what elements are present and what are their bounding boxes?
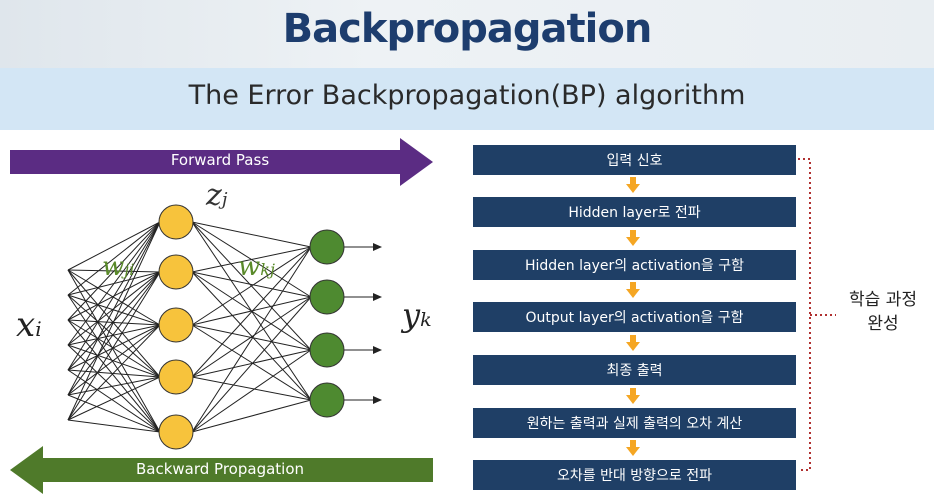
hidden-output-edge [191,324,312,401]
hidden-output-edge [191,271,312,401]
input-hidden-edge [67,221,161,396]
hidden-node [158,307,194,343]
input-hidden-edge [67,419,161,433]
output-node [309,229,345,265]
neural-network-diagram [67,204,382,450]
output-arrowhead-icon [373,346,382,354]
input-hidden-edge [67,376,161,396]
input-hidden-edge [67,369,161,378]
hidden-output-edge [191,349,312,378]
step-output-activation: Output layer의 activation을 구함 [473,302,796,332]
x-label: xi [16,305,42,345]
step-arrow-icon [626,388,640,404]
wkj-label: wkj [238,252,275,282]
input-hidden-edge [67,324,161,346]
hidden-node [158,254,194,290]
input-hidden-edge [67,221,161,271]
input-hidden-edge [67,221,161,371]
input-hidden-edge [67,269,161,326]
forward-label: Forward Pass [170,151,270,169]
input-hidden-edge [67,324,161,371]
input-hidden-edge [67,344,161,378]
step-propagate-hidden: Hidden layer로 전파 [473,197,796,227]
step-arrow-icon [626,282,640,298]
input-hidden-edge [67,324,161,421]
output-node [309,332,345,368]
hidden-output-edge [191,246,312,378]
output-arrowhead-icon [373,243,382,251]
input-hidden-edge [67,221,161,346]
input-hidden-edge [67,294,161,326]
step-final-output: 최종 출력 [473,355,796,385]
input-hidden-edge [67,294,161,433]
output-arrowhead-icon [373,293,382,301]
subtitle: The Error Backpropagation(BP) algorithm [188,80,746,111]
backward-arrow [10,446,433,494]
input-hidden-edge [67,269,161,378]
hidden-output-edge [191,296,312,326]
input-hidden-edge [67,221,161,421]
forward-arrow [10,138,433,186]
input-hidden-edge [67,369,161,433]
output-arrowhead-icon [373,396,382,404]
learning-process-label: 학습 과정 완성 [849,290,917,334]
input-hidden-edge [67,269,161,433]
output-node [309,382,345,418]
hidden-output-edge [191,349,312,433]
input-hidden-edge [67,294,161,378]
step-input-signal: 입력 신호 [473,145,796,175]
input-hidden-edge [67,394,161,433]
z-label: zj [206,178,228,213]
input-hidden-edge [67,271,161,396]
subtitle-band [0,68,934,130]
hidden-output-edge [191,246,312,433]
hidden-output-edge [191,246,312,273]
hidden-output-edge [191,221,312,248]
step-arrow-icon [626,177,640,193]
hidden-output-edge [191,376,312,401]
step-arrow-icon [626,335,640,351]
input-hidden-edge [67,319,161,326]
step-arrow-icon [626,440,640,456]
input-hidden-edge [67,319,161,433]
hidden-output-edge [191,271,312,298]
input-hidden-edge [67,376,161,421]
backward-label: Backward Propagation [135,460,305,478]
step-error-calc: 원하는 출력과 실제 출력의 오차 계산 [473,408,796,438]
y-label: yk [402,296,432,334]
hidden-output-edge [191,296,312,378]
input-hidden-edge [67,221,161,296]
hidden-node [158,414,194,450]
step-hidden-activation: Hidden layer의 activation을 구함 [473,250,796,280]
wji-label: wji [102,252,135,282]
input-hidden-edge [67,319,161,378]
hidden-output-edge [191,246,312,326]
step-arrow-icon [626,230,640,246]
header-band [0,0,934,68]
page-title: Backpropagation [282,6,653,52]
step-back-propagate: 오차를 반대 방향으로 전파 [473,460,796,490]
hidden-output-edge [191,296,312,433]
input-hidden-edge [67,271,161,421]
input-hidden-edge [67,344,161,433]
hidden-output-edge [191,399,312,433]
hidden-node [158,204,194,240]
input-hidden-edge [67,324,161,396]
input-hidden-edge [67,221,161,321]
process-bracket [798,158,836,471]
output-node [309,279,345,315]
hidden-node [158,359,194,395]
